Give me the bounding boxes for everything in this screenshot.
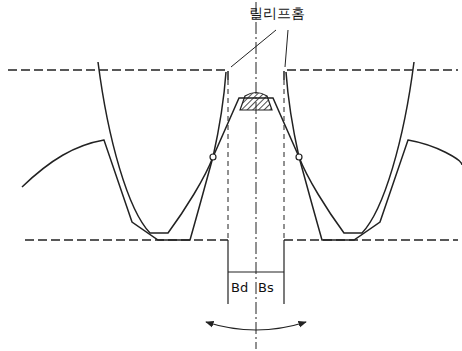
tip-line-right bbox=[284, 70, 458, 80]
lower-gear-profile bbox=[22, 98, 462, 240]
hatched-tip bbox=[240, 93, 272, 111]
tip-line-left bbox=[8, 70, 228, 80]
center-line bbox=[256, 2, 257, 349]
upper-gear-tooth bbox=[98, 62, 226, 233]
upper-gear-tooth bbox=[286, 62, 414, 233]
dimension-label: Bs bbox=[258, 281, 274, 295]
rotation-arrow bbox=[206, 322, 306, 330]
groove-line bbox=[284, 80, 285, 240]
root-line-right bbox=[284, 239, 458, 241]
leader-line bbox=[231, 30, 276, 67]
leader-line bbox=[285, 30, 288, 67]
contact-point bbox=[210, 154, 216, 160]
dimension-label: Bd bbox=[231, 281, 248, 295]
root-line-left bbox=[25, 239, 228, 241]
groove-line bbox=[228, 80, 229, 240]
contact-point bbox=[296, 154, 302, 160]
part-name: 릴리프홈 bbox=[249, 6, 305, 21]
dimension-line bbox=[228, 271, 284, 272]
